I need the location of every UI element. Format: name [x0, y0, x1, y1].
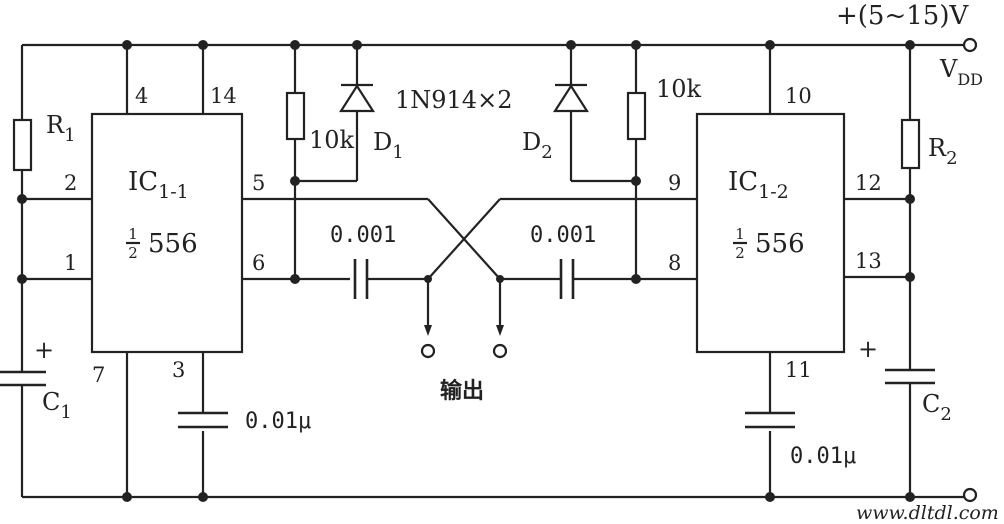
output-terminals — [420, 279, 508, 359]
ic1-part: 1 2 556 — [126, 225, 198, 262]
ic2-pin13: 13 — [855, 249, 882, 273]
c1-capacitor — [0, 365, 46, 497]
ic2-pin9: 9 — [668, 171, 681, 195]
c1-polarity: + — [34, 336, 54, 364]
ic1-pin3: 3 — [172, 358, 185, 382]
res-right-value: 10k — [656, 75, 702, 103]
svg-text:1: 1 — [735, 225, 745, 243]
ic2-part: 1 2 556 — [733, 225, 805, 262]
ic2-pin11: 11 — [785, 358, 812, 382]
c2-polarity: + — [858, 335, 878, 363]
ic1-name: IC1-1 — [128, 167, 189, 203]
ic1-pin4: 4 — [135, 84, 148, 108]
ic2-name: IC1-2 — [728, 167, 789, 203]
cap-right-value: 0.001 — [530, 223, 596, 248]
r2-label: R2 — [928, 134, 958, 169]
ic1-pin1: 1 — [64, 251, 77, 275]
cap-ic2-0.01 — [745, 411, 795, 429]
ic1-pin5: 5 — [252, 171, 265, 195]
junction-dots — [17, 40, 915, 502]
svg-text:2: 2 — [128, 244, 138, 262]
res-left-value: 10k — [309, 126, 355, 154]
d2-label: D2 — [522, 128, 553, 163]
res-left-10k — [285, 45, 306, 279]
ic1-body — [90, 112, 244, 354]
cap-right-0.001 — [500, 259, 575, 299]
ground-terminal — [962, 487, 978, 503]
r1-label: R1 — [46, 111, 76, 146]
c2-capacitor — [885, 368, 935, 497]
ic1-pin7: 7 — [92, 363, 105, 387]
ic2-wires — [500, 45, 910, 497]
c1-label: C1 — [42, 388, 72, 423]
cap-left-value: 0.001 — [330, 223, 396, 248]
cap-ic1-value: 0.01μ — [245, 409, 311, 434]
d1-diode — [295, 45, 376, 183]
res-right-10k — [626, 45, 647, 279]
supply-voltage-label: +(5~15)V — [836, 1, 969, 31]
svg-text:1: 1 — [128, 225, 138, 243]
ic2-pin10: 10 — [785, 84, 812, 108]
ic1-pin14: 14 — [210, 84, 237, 108]
crossover-wires — [427, 198, 501, 280]
r2-resistor — [900, 45, 921, 370]
ic1-pin6: 6 — [252, 251, 265, 275]
cap-ic1-0.01 — [178, 411, 228, 429]
ic1-pin2: 2 — [64, 171, 77, 195]
ic2-pin8: 8 — [668, 251, 681, 275]
cap-left-0.001 — [353, 259, 428, 299]
r1-resistor — [12, 45, 33, 365]
c2-label: C2 — [922, 390, 952, 425]
diode-part-label: 1N914×2 — [395, 86, 512, 114]
output-label: 输出 — [440, 378, 484, 404]
cap-ic2-value: 0.01μ — [790, 444, 856, 469]
svg-text:556: 556 — [148, 229, 198, 259]
svg-text:2: 2 — [735, 244, 745, 262]
watermark: www.dltdl.com — [856, 502, 999, 524]
svg-text:556: 556 — [755, 229, 805, 259]
d2-diode — [552, 45, 636, 183]
ic2-pin12: 12 — [855, 171, 882, 195]
vdd-label: VDD — [939, 55, 983, 89]
d1-label: D1 — [373, 128, 404, 163]
vdd-terminal — [962, 37, 978, 53]
